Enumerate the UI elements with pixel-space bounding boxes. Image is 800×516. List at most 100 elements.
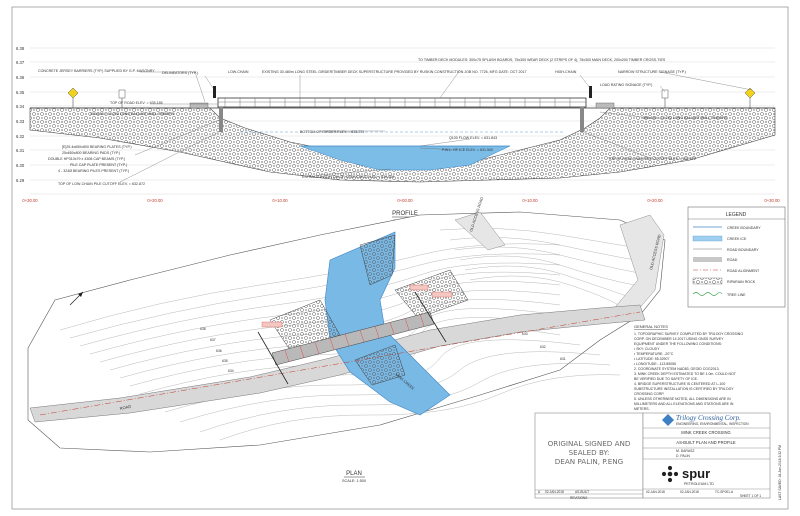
drawing-number: TC-SP001-A [715,490,734,494]
elev-tick: 6.35 [16,90,25,95]
contour-label: 633 [522,332,528,336]
note-line: BE VERIFIED DUE TO SAFETY OF ICE. [634,377,698,381]
riparian-rock [394,269,469,319]
note-ballast-left: 300x150 = 10,292 LONG BALLAST WALL TIMBE… [90,112,175,116]
note-timber-deck: TO TIMBER DECK MODULES: 300x75 SPLASH BO… [418,58,666,62]
note-bearing-plates: [E]25.4x650x800 BEARING PLATES (TYP.) [62,145,132,149]
trilogy-logo-icon [662,414,674,426]
note-existing: EXISTING 30.480m LONG STEEL GIRDER/TIMBE… [262,70,526,74]
contour-label: 631 [560,357,566,361]
profile-view: 6.38 6.37 6.36 6.35 6.34 6.33 6.32 6.31 … [16,46,780,223]
general-notes: GENERAL NOTES 1. TOPOGRAPHIC SURVEY COMP… [634,324,743,411]
legend-label: CREEK BOUNDARY [727,226,761,230]
drawn-by: M. DARASZ [676,449,694,453]
note-narrow: NARROW STRUCTURE SIGNAGE (TYP.) [618,70,686,74]
note-line: 5. UNLESS OTHERWISE NOTED, ALL DIMENSION… [634,397,731,401]
old-access-road [605,214,665,319]
note-line: MILLIMETERS AND ALL ELEVATIONS AND STATI… [634,402,734,406]
revisions-label: REVISIONS [570,496,587,500]
pile-left [219,107,223,132]
rev-letter: A [538,490,541,494]
contour-label: 636 [216,349,222,353]
last-saved: LAST SAVED: 18-Jan-2018 3:32 PM [778,445,782,500]
elev-tick: 6.36 [16,75,25,80]
note-cap-beams: DOUBLE HP310x79 x 4308 CAP BEAMS (TYP.) [48,157,125,161]
note-low-chain: LOW-CHAIN [228,70,249,74]
station-label: 0+10.00 [522,198,538,203]
general-notes-title: GENERAL NOTES [634,324,668,329]
load-rating-sign-icon [661,89,669,108]
project-name: MINK CREEK CROSSING [681,430,731,435]
legend-label: CREEK ICE [727,237,747,241]
station-label: 0+10.00 [272,198,288,203]
stamp-line2: SEALED BY: [569,448,610,457]
profile-title: PROFILE [392,211,418,217]
note-line: 4. BRIDGE SUPERSTRUCTURE IS CENTERED AT … [634,382,725,386]
station-label: 0+00.00 [397,198,413,203]
note-ballast-right: 300x150 = 10,292 LONG BALLAST WALL TIMBE… [643,116,728,120]
note-delineators: DELINEATORS (TYP.) [162,71,198,75]
contour-label: 635 [222,359,228,363]
note-ice-elev: P.W.L. OF ICE ELEV. = 631.500 [442,148,493,152]
note-high-chain: HIGH-CHAIN [555,70,577,74]
note-line: 3. MINK CREEK DEPTH ESTIMATED TO BE 1.0m… [634,372,737,376]
rev-date: 02-JAN-2018 [545,490,564,494]
elev-tick: 6.32 [16,134,25,139]
legend-label: ROAD BOUNDARY [727,248,759,252]
legend-swatch-road [693,257,722,262]
checked-by: D. PALIN [676,454,690,458]
road-label-left: ROAD [119,404,131,411]
station-label: 0+20.00 [647,198,663,203]
bridge-girder [217,97,587,108]
legend-label: TREE LINE [727,293,746,297]
road-alignment [39,311,641,416]
delineator-icon [589,86,592,98]
stamp-line3: DEAN PALIN, P.ENG [555,457,624,466]
note-jersey: CONCRETE JERSEY BARRIERS (TYP.) SUPPLIED… [38,69,155,73]
date-1: 02-JAN-2018 [646,490,665,494]
station-label: 0+20.00 [147,198,163,203]
north-arrow-icon [69,291,84,306]
riparian-rock [359,234,396,286]
elev-tick: 6.34 [16,104,25,109]
pile-right [580,107,584,132]
plan-title: PLAN [346,471,362,477]
contour-label: 637 [210,338,216,342]
narrow-structure-sign-icon [744,87,756,108]
plan-view: 638 637 636 635 634 633 632 631 ROAD OLD… [27,196,666,483]
note-low-pile: TOP OF LOW-CHAIN PILE CUTOFF ELEV. = 632… [58,182,145,186]
delineator-icon [213,86,216,98]
legend-label: ROAD [727,258,738,262]
note-line: • TEMPERATURE: -20°C [634,352,674,356]
spur-logo-icon [661,465,679,483]
sheet-number: SHEET 1 OF 1 [740,494,761,498]
contour-label: 632 [540,345,546,349]
jersey-barrier [189,102,209,109]
legend-swatch-creek-ice [692,235,723,242]
rev-desc: AS-BUILT [575,490,589,494]
date-2: 02-JAN-2018 [680,490,699,494]
note-bearing-pads: 25x650x800 BEARING PADS (TYP.) [62,151,120,155]
note-line: 2. COORDINATE SYSTEM NAD83, GEOID CGG201… [634,367,720,371]
elev-tick: 6.38 [16,46,25,51]
note-line: 1. TOPOGRAPHIC SURVEY COMPLETED BY TRILO… [634,332,743,336]
legend-title: LEGEND [726,212,747,218]
elev-tick: 6.31 [16,148,25,153]
note-line: • LONGITUDE: -113.85056 [634,362,676,366]
plan-scale: SCALE: 1:500 [342,479,366,483]
riparian-rock [269,299,341,351]
note-top-road: TOP OF ROAD ELEV. = 635.185 [110,101,163,105]
legend-label: ROAD ALIGNMENT [727,269,760,273]
note-pile-cap: PILE CAP PLATE PRESENT (TYP.) [70,163,127,167]
stamp-line1: ORIGINAL SIGNED AND [548,439,631,448]
note-load-rating: LOAD RATING SIGNAGE (TYP.) [600,83,652,87]
note-creek-bed: ESTIMATED BOTTOM OF CREEK BED ELEV. = 63… [302,175,394,179]
jersey-barrier [595,102,615,109]
client-name: spur [682,466,710,481]
title-block: ORIGINAL SIGNED AND SEALED BY: DEAN PALI… [534,412,782,500]
legend-swatch-tree-line [692,292,723,296]
old-access-road [454,211,506,251]
load-rating-sign-icon [118,89,126,108]
contour-label: 638 [200,327,206,331]
